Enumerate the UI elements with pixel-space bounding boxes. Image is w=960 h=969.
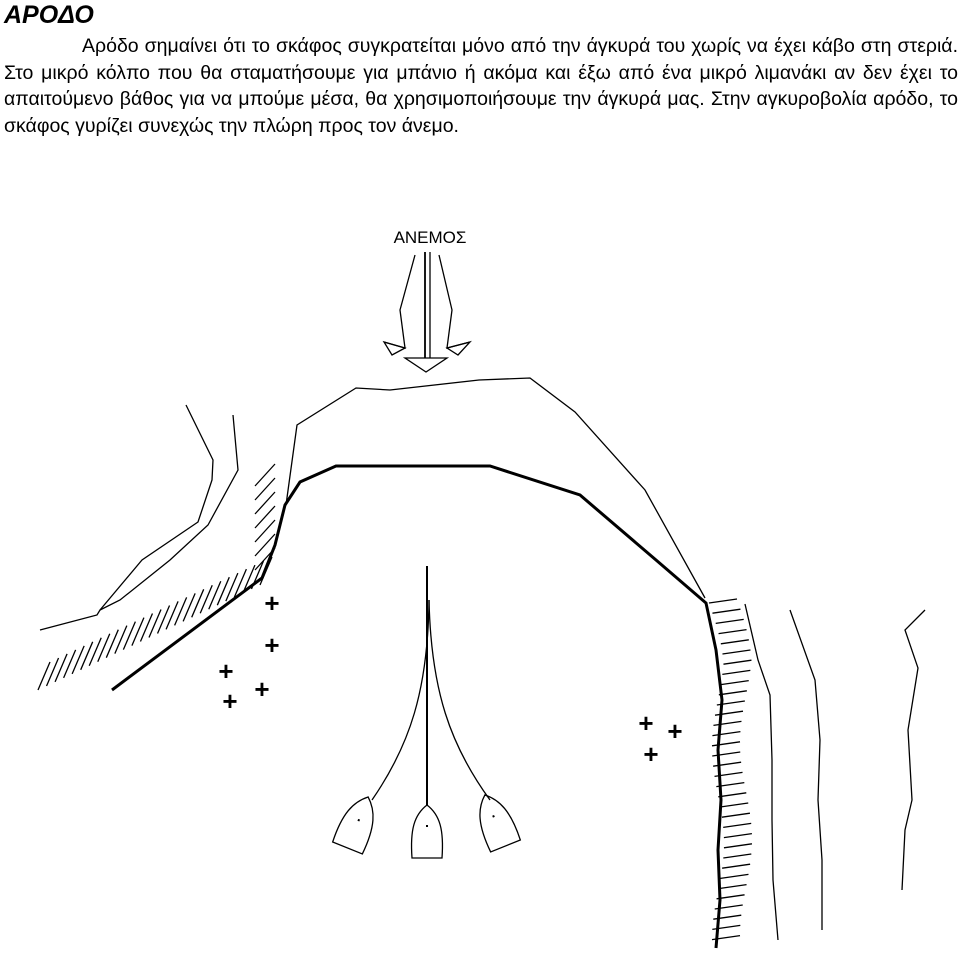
hatch-stroke [54, 653, 68, 683]
depth-contour-right-3 [901, 609, 926, 891]
hatch-stroke [254, 519, 276, 543]
hatch-stroke [718, 690, 747, 696]
hatch-stroke [254, 533, 276, 557]
hatch-stroke [718, 792, 747, 798]
depth-contour-left-outer [39, 404, 214, 631]
hatch-stroke [216, 576, 230, 606]
hatch-stroke [712, 730, 741, 737]
hatch-stroke [722, 649, 751, 655]
hatch-stroke [182, 593, 196, 622]
description-paragraph: Αρόδο σημαίνει ότι το σκάφος συγκρατείτα… [4, 35, 958, 137]
rock-marker: + [218, 656, 233, 686]
hatch-stroke [37, 661, 51, 691]
hatch-stroke [720, 639, 749, 645]
hatch-stroke [714, 710, 744, 716]
hatch-stroke [80, 641, 94, 671]
hatch-stroke [225, 572, 239, 602]
page-title: ΑΡΟΔΟ [4, 1, 94, 29]
hatch-stroke [720, 679, 749, 686]
boat-left [331, 796, 374, 855]
rock-marker: + [638, 708, 653, 738]
hatch-stroke [723, 822, 752, 829]
boat-center [410, 804, 444, 859]
hatch-stroke [712, 751, 741, 757]
hatch-stroke [242, 564, 256, 594]
hatch-stroke [131, 617, 145, 646]
rock-marker: + [264, 630, 279, 660]
left-shore-hatching [37, 463, 276, 691]
hatch-stroke [711, 741, 741, 747]
rock-marker: + [643, 739, 658, 769]
hatch-stroke [156, 605, 171, 634]
hatch-stroke [721, 812, 751, 818]
hatch-stroke [233, 568, 247, 598]
hatch-stroke [722, 669, 751, 676]
hatch-stroke [718, 628, 747, 635]
hatch-stroke [199, 585, 213, 614]
depth-contour-left-inner [99, 414, 239, 611]
hatch-stroke [254, 463, 276, 487]
hatch-stroke [148, 609, 162, 638]
boat-right [479, 794, 522, 853]
hatch-stroke [720, 802, 749, 808]
hatch-stroke [713, 720, 742, 727]
hatch-stroke [712, 608, 741, 614]
hatch-stroke [165, 601, 179, 630]
hatch-stroke [708, 598, 738, 604]
hatch-stroke [97, 633, 111, 662]
hatch-stroke [723, 853, 752, 859]
hatch-stroke [723, 659, 752, 665]
anchor-cables [371, 566, 491, 805]
hatch-stroke [723, 843, 753, 849]
rock-marker: + [254, 674, 269, 704]
coastline [111, 464, 724, 949]
hatch-stroke [722, 863, 751, 869]
hatch-stroke [63, 649, 77, 679]
depth-contour-right-1 [744, 603, 779, 941]
hatch-stroke [105, 629, 119, 658]
hatch-stroke [88, 637, 102, 667]
rock-marker: + [264, 588, 279, 618]
wind-arrow: ΑΝΕΜΟΣ [382, 228, 472, 373]
hatch-stroke [254, 477, 276, 501]
rock-marker: + [222, 686, 237, 716]
rock-marker: + [667, 716, 682, 746]
hatch-stroke [715, 618, 744, 625]
hatch-stroke [254, 505, 276, 529]
wind-label: ΑΝΕΜΟΣ [394, 228, 467, 247]
hatch-stroke [208, 580, 222, 610]
hatch-stroke [191, 589, 205, 618]
hatch-stroke [174, 597, 188, 626]
hatch-stroke [254, 491, 276, 515]
hatch-stroke [114, 625, 128, 654]
hatch-stroke [723, 832, 752, 839]
rock-markers: ++++++++ [218, 588, 682, 769]
hatch-stroke [720, 873, 749, 880]
hatch-stroke [122, 621, 136, 650]
depth-contour-right-2 [789, 609, 823, 930]
depth-contour-bay [285, 377, 706, 599]
hatch-stroke [45, 657, 60, 687]
hatch-stroke [71, 645, 85, 675]
hatch-stroke [139, 613, 154, 642]
hatch-stroke [718, 883, 747, 890]
